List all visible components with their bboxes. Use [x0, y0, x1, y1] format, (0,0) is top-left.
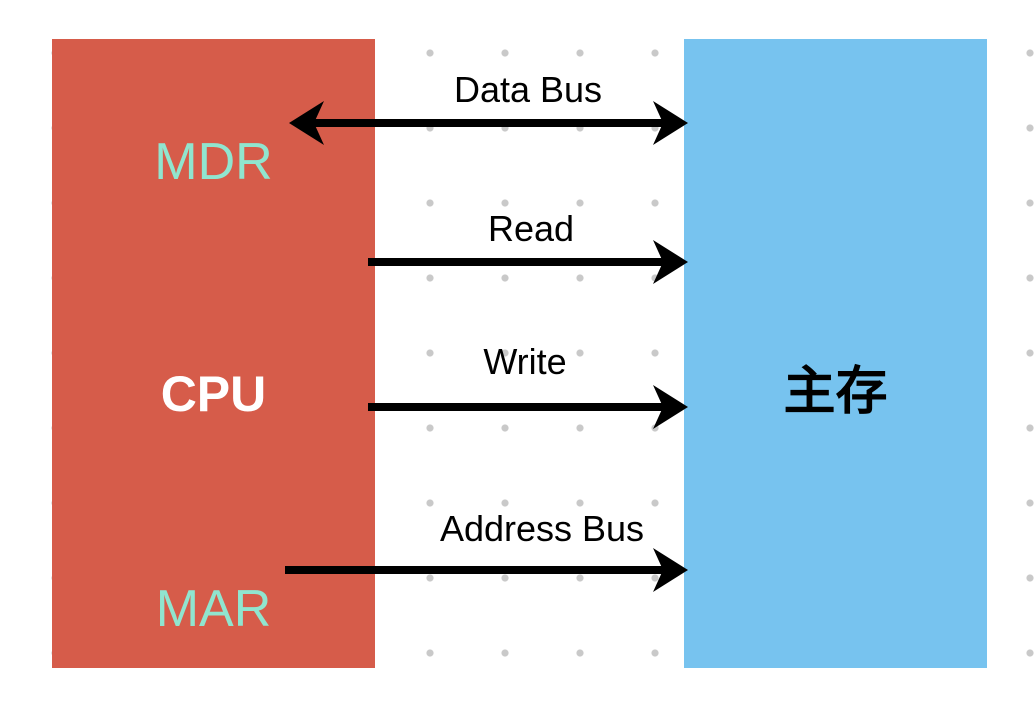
cpu-box: MDR CPU MAR — [52, 39, 375, 668]
main-memory-box: 主存 — [684, 39, 987, 668]
mar-register-label: MAR — [155, 580, 272, 638]
data-bus-label: Data Bus — [453, 69, 603, 110]
write-label: Write — [483, 341, 567, 382]
read-label: Read — [487, 208, 575, 249]
main-memory-title: 主存 — [783, 363, 888, 421]
cpu-title: CPU — [160, 366, 267, 422]
mdr-register-label: MDR — [154, 133, 273, 191]
write-arrow — [368, 385, 688, 429]
address-bus-label: Address Bus — [439, 508, 645, 549]
